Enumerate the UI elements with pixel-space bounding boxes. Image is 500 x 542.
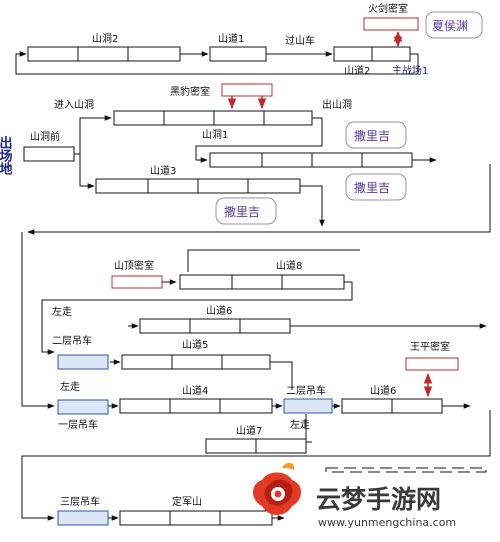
label-shandao6-lower: 山道6 bbox=[370, 384, 396, 397]
label-shanding: 山顶密室 bbox=[114, 259, 154, 272]
cloud-zaliji-1 bbox=[345, 121, 407, 149]
label-zaliji-3: 撒里吉 bbox=[224, 204, 260, 219]
svg-text:出场地: 出场地 bbox=[0, 135, 12, 176]
node-shandong2 bbox=[27, 46, 181, 62]
node-cave-passage bbox=[113, 110, 313, 126]
node-shandongqian bbox=[23, 146, 75, 162]
node-shandao7 bbox=[205, 438, 307, 454]
label-shandao1-top: 山道1 bbox=[218, 32, 244, 45]
node-shandao4 bbox=[119, 398, 273, 414]
lift-erceng-left bbox=[57, 354, 109, 370]
label-jinru: 进入山洞 bbox=[54, 99, 94, 111]
room-huojian bbox=[363, 17, 419, 31]
node-shandao1-top bbox=[209, 46, 267, 62]
cloud-zaliji-2 bbox=[345, 173, 407, 201]
label-zuozou-2: 左走 bbox=[60, 380, 80, 393]
lift-sanceng bbox=[57, 510, 109, 526]
node-shandao5 bbox=[121, 354, 271, 370]
label-shandao2: 山道2 bbox=[344, 64, 370, 77]
label-shandong1: 山洞1 bbox=[202, 129, 228, 141]
label-shandao3: 山道3 bbox=[150, 164, 176, 177]
node-shandao2 bbox=[333, 46, 411, 62]
label-shandao7: 山道7 bbox=[236, 424, 262, 437]
label-yiceng: 一层吊车 bbox=[58, 418, 98, 431]
label-zhuzhanchang: 主战场1 bbox=[392, 64, 428, 77]
label-shandao6-upper: 山道6 bbox=[206, 304, 232, 317]
watermark-brand: 云梦手游网 bbox=[316, 485, 441, 514]
label-zuozou-1: 左走 bbox=[52, 305, 72, 318]
red-links bbox=[227, 30, 433, 398]
label-zuozou-3: 左走 bbox=[290, 418, 310, 431]
node-shandao6-upper bbox=[139, 318, 291, 334]
watermark: 云梦手游网 www.yunmengchina.com bbox=[253, 462, 487, 529]
node-shandao3 bbox=[95, 178, 301, 194]
room-shanding bbox=[111, 275, 163, 289]
label-wangping: 王平密室 bbox=[410, 340, 450, 353]
node-shandong1 bbox=[209, 152, 413, 168]
cloud-zaliji-3 bbox=[215, 197, 277, 225]
watermark-url: www.yunmengchina.com bbox=[318, 516, 456, 529]
node-dingjunshan bbox=[119, 510, 273, 526]
brand-logo-icon bbox=[253, 462, 301, 515]
label-zaliji-2: 撒里吉 bbox=[354, 180, 390, 195]
lift-erceng-mid bbox=[283, 398, 333, 414]
label-shandao4: 山道4 bbox=[182, 384, 208, 397]
connector-lines bbox=[15, 51, 491, 521]
label-guoshanche: 过山车 bbox=[285, 34, 315, 47]
label-xiahou: 夏侯渊 bbox=[432, 19, 468, 33]
label-chushandong: 出山洞 bbox=[322, 98, 352, 111]
label-sanceng: 三层吊车 bbox=[60, 495, 100, 508]
label-shandao8: 山道8 bbox=[276, 259, 302, 272]
lift-yiceng bbox=[57, 399, 109, 415]
node-shandao8 bbox=[179, 274, 345, 290]
room-wangping bbox=[405, 357, 459, 371]
label-heiyue: 黑豹密室 bbox=[170, 85, 210, 98]
label-shandong2: 山洞2 bbox=[92, 33, 118, 45]
cloud-xiahou bbox=[425, 11, 483, 39]
label-dingjunshan: 定军山 bbox=[172, 495, 202, 508]
start-label: 出场地 bbox=[0, 135, 12, 176]
label-erceng-left: 二层吊车 bbox=[52, 334, 92, 347]
label-shandao5: 山道5 bbox=[182, 338, 208, 351]
room-heiyue bbox=[221, 83, 273, 97]
label-shandongqian: 山洞前 bbox=[30, 130, 60, 143]
label-huojian: 火剑密室 bbox=[368, 2, 408, 15]
label-zaliji-1: 撒里吉 bbox=[354, 128, 390, 143]
node-shandao6-lower bbox=[341, 398, 443, 414]
label-erceng-mid: 二层吊车 bbox=[286, 384, 326, 397]
